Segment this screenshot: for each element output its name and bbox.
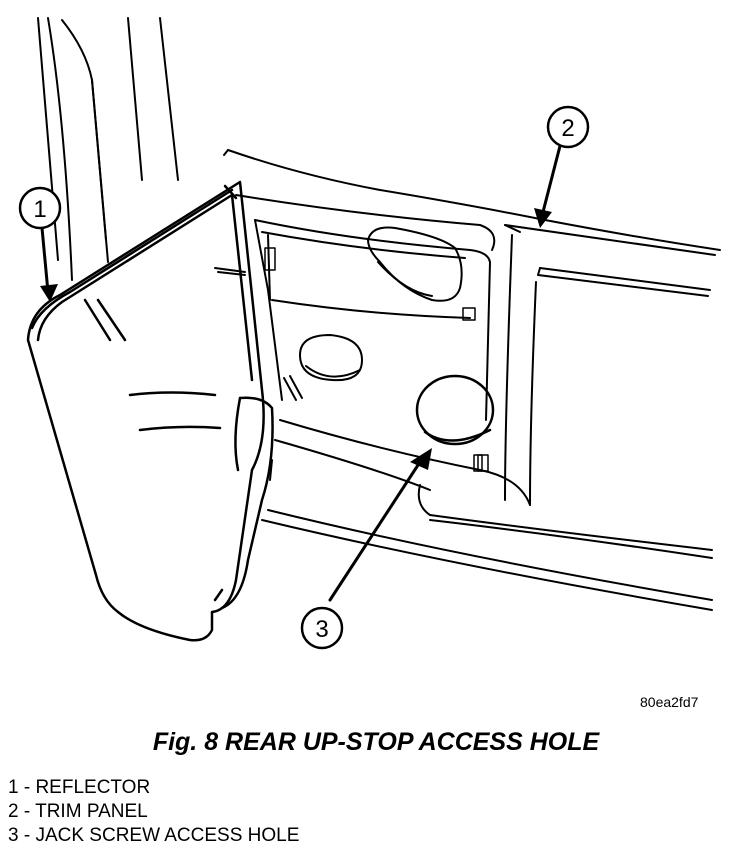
lower-body-panel [261,419,713,611]
reflector [26,180,274,642]
callout-2: 2 [546,105,590,149]
legend-item-jack-screw-access-hole: 3 - JACK SCREW ACCESS HOLE [8,825,300,846]
legend-item-trim-panel: 2 - TRIM PANEL [8,801,148,822]
figure-caption: Fig. 8 REAR UP-STOP ACCESS HOLE [152,728,600,756]
legend: 1 - REFLECTOR 2 - TRIM PANEL 3 - JACK SC… [8,776,299,848]
arrow-heads [40,208,552,470]
leader-arrows [40,144,562,602]
upper-body-panel [223,149,721,506]
svg-text:1: 1 [33,196,46,223]
legend-item-reflector: 1 - REFLECTOR [8,777,151,798]
svg-text:3: 3 [315,616,328,643]
callout-3: 3 [300,606,344,650]
oval-opening [299,334,363,382]
figure-reference-code: 80ea2fd7 [640,694,699,710]
inner-cavity [254,219,491,421]
panel-clips [264,247,489,472]
line-drawing: 1 2 3 [18,17,721,650]
callout-1: 1 [18,186,62,230]
small-slot-marks [214,267,303,401]
svg-text:2: 2 [561,115,574,142]
upper-slot [367,226,463,302]
body-pillar [37,17,179,281]
access-hole [415,374,495,446]
